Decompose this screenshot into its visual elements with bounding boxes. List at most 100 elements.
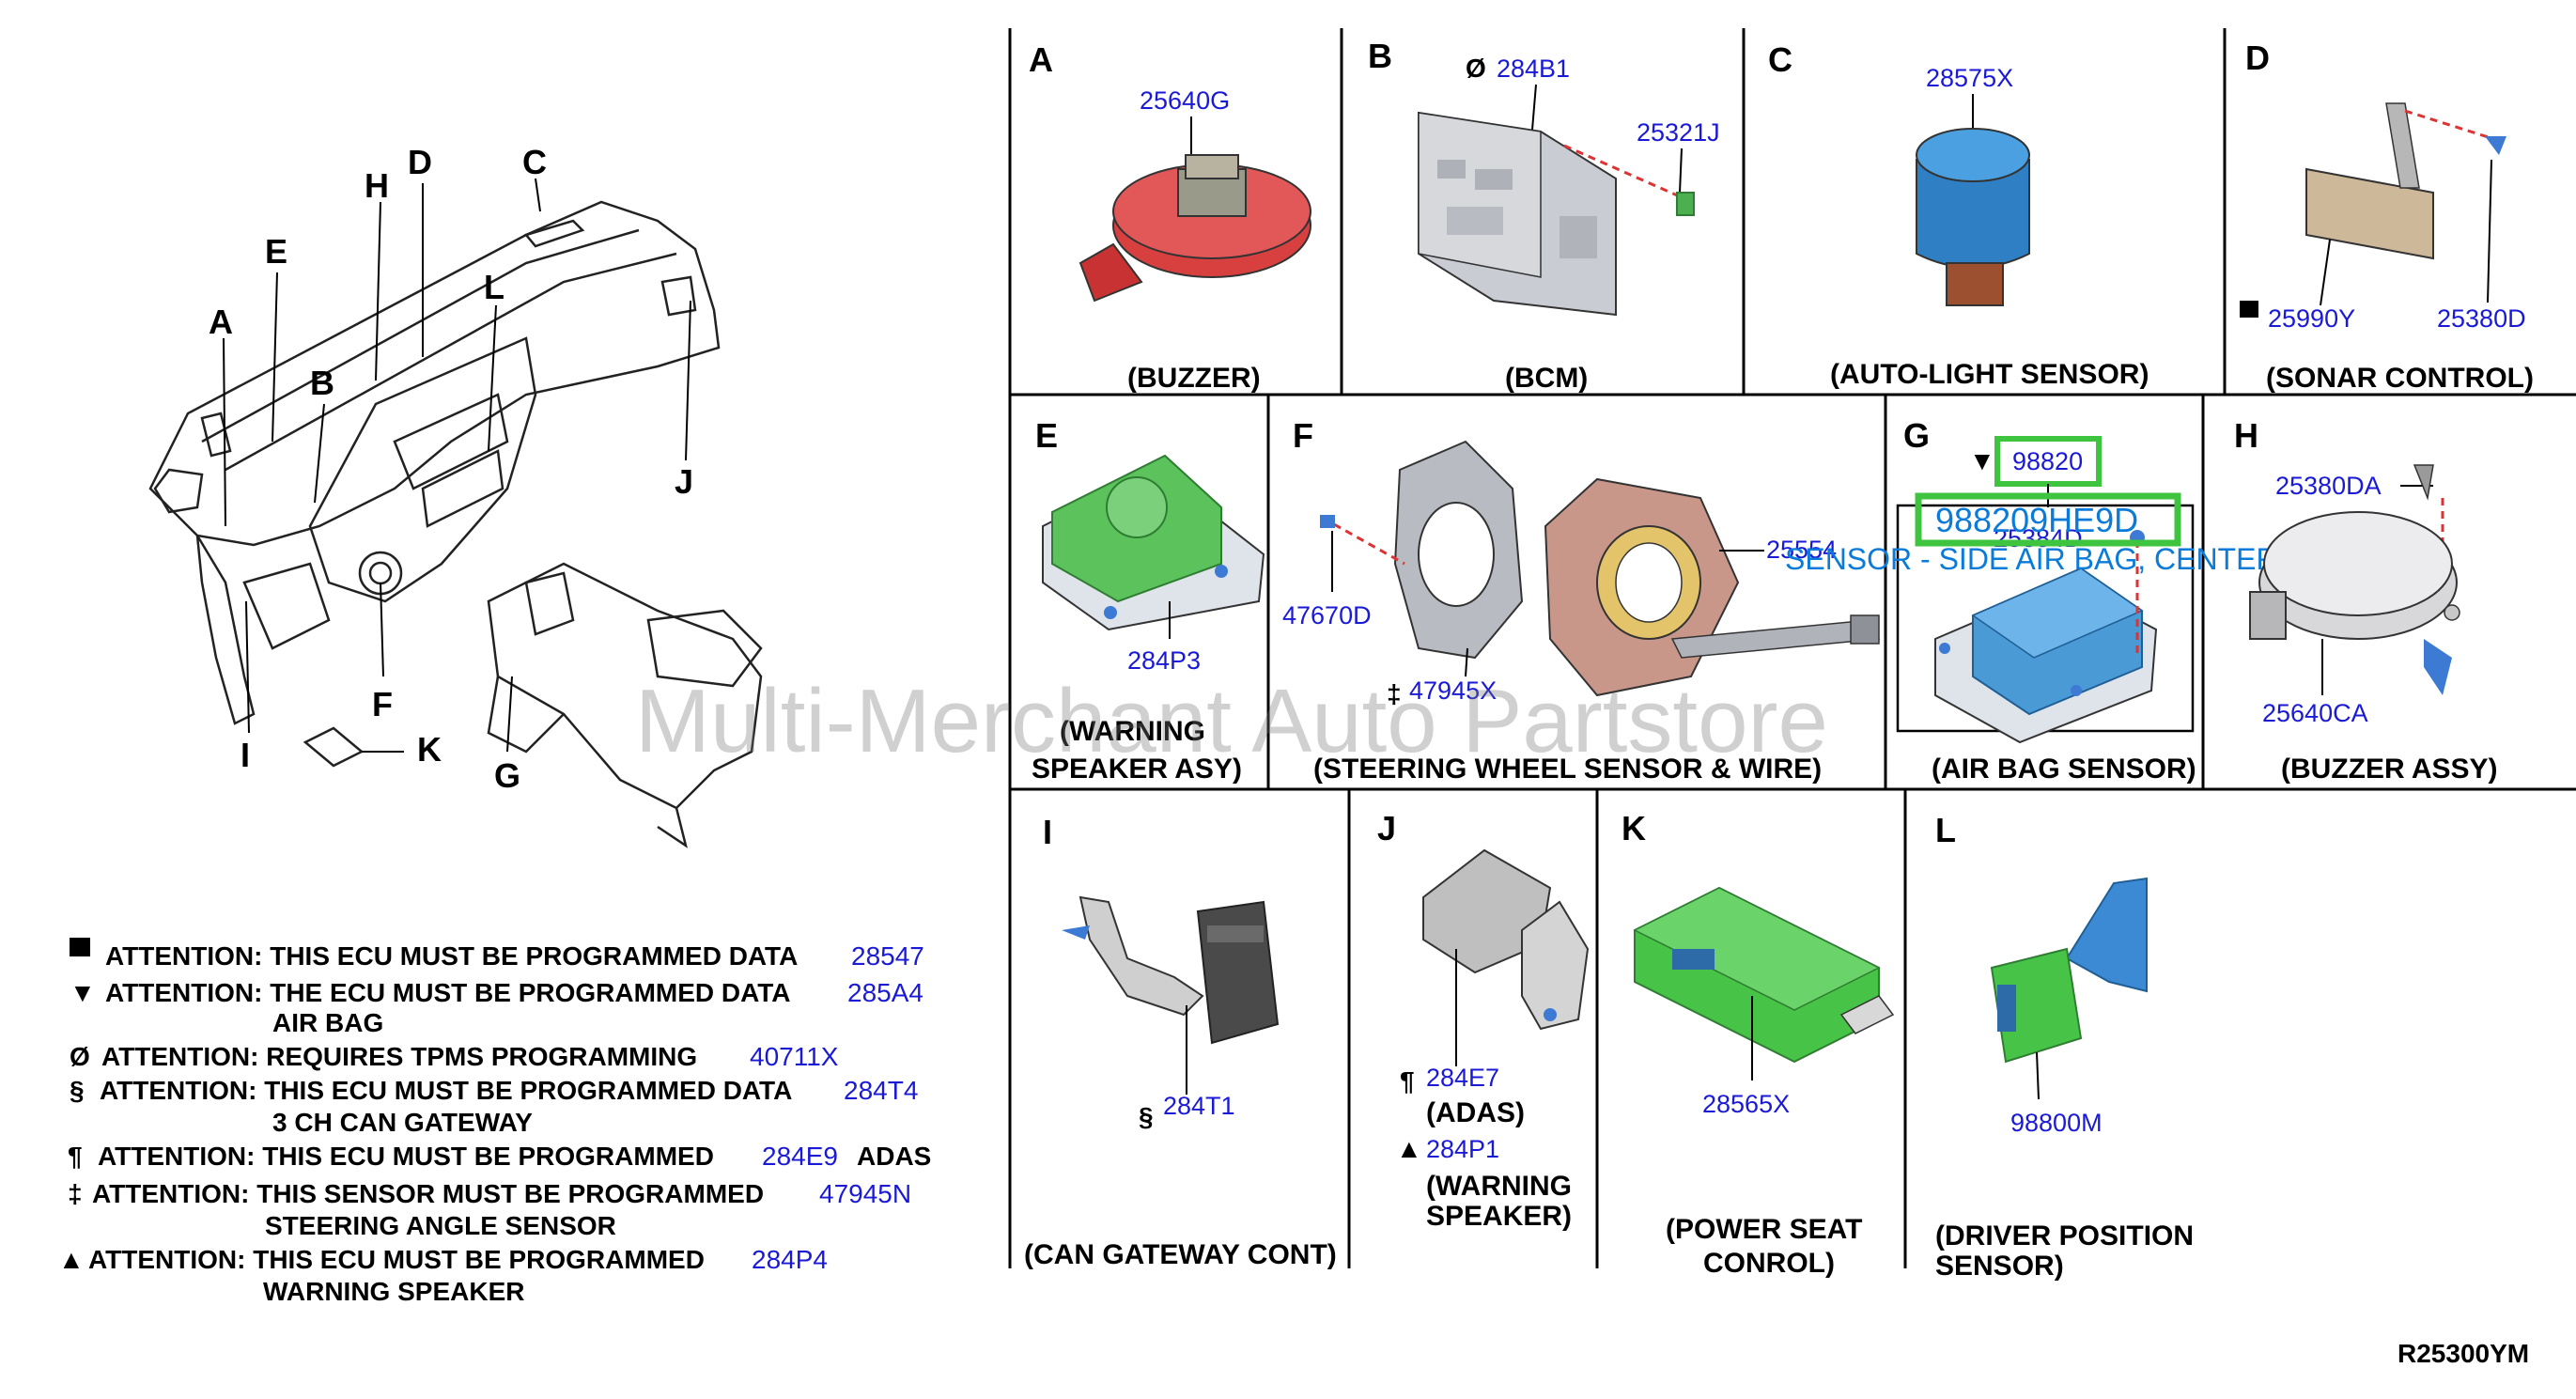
note-3-part[interactable]: 284T4 bbox=[844, 1076, 918, 1105]
part-284p1[interactable]: 284P1 bbox=[1426, 1135, 1499, 1163]
adas-symbol: ¶ bbox=[1400, 1066, 1415, 1096]
overview-letter-g: G bbox=[494, 756, 520, 795]
panel-l-driver-position: L 98800M (DRIVER POSITION SENSOR) bbox=[1935, 811, 2194, 1282]
sonar-control-illustration bbox=[2305, 102, 2506, 260]
note-1-symbol: ▼ bbox=[70, 978, 96, 1007]
adas-illustration bbox=[1422, 848, 1590, 1031]
steering-sensor-illustration bbox=[1320, 440, 1881, 697]
note-5-sub: STEERING ANGLE SENSOR bbox=[265, 1211, 616, 1240]
part-284e7[interactable]: 284E7 bbox=[1426, 1064, 1499, 1092]
part-25380d[interactable]: 25380D bbox=[2437, 304, 2526, 333]
note-6-sub: WARNING SPEAKER bbox=[263, 1277, 524, 1306]
part-25554[interactable]: 25554 bbox=[1766, 536, 1837, 564]
part-284t1[interactable]: 284T1 bbox=[1163, 1092, 1235, 1120]
panel-g-letter: G bbox=[1903, 416, 1930, 455]
panel-h-letter: H bbox=[2234, 416, 2258, 455]
note-2-part[interactable]: 40711X bbox=[750, 1042, 839, 1071]
overview-letter-i: I bbox=[241, 736, 250, 774]
panel-f-caption: (STEERING WHEEL SENSOR & WIRE) bbox=[1313, 754, 1822, 785]
driver-position-sensor-illustration bbox=[1990, 877, 2148, 1064]
note-4-part[interactable]: 284E9 bbox=[762, 1142, 838, 1171]
note-4-symbol: ¶ bbox=[68, 1142, 83, 1171]
warning-speaker-illustration bbox=[1042, 454, 1265, 631]
overview-letter-k: K bbox=[417, 730, 442, 769]
part-284b1[interactable]: 284B1 bbox=[1497, 54, 1570, 83]
buzzer-assy-illustration bbox=[2249, 464, 2460, 695]
note-1-part[interactable]: 285A4 bbox=[847, 978, 923, 1007]
panel-f-steering-sensor: F 47670D ‡ 47945X 25554 (STEERING WHEEL … bbox=[1282, 416, 1881, 785]
part-25321j[interactable]: 25321J bbox=[1637, 118, 1720, 147]
panel-c-autolight: C 28575X (AUTO-LIGHT SENSOR) bbox=[1768, 40, 2149, 390]
panel-i-caption: (CAN GATEWAY CONT) bbox=[1024, 1239, 1337, 1270]
can-gateway-symbol: § bbox=[1139, 1102, 1154, 1131]
panel-a-caption: (BUZZER) bbox=[1127, 363, 1261, 394]
panel-f-letter: F bbox=[1293, 416, 1313, 455]
panel-k-letter: K bbox=[1622, 809, 1646, 847]
panel-b-letter: B bbox=[1368, 37, 1392, 75]
part-284p3[interactable]: 284P3 bbox=[1127, 646, 1201, 675]
bcm-illustration bbox=[1418, 111, 1695, 317]
note-3-symbol: § bbox=[70, 1076, 85, 1105]
part-28565x[interactable]: 28565X bbox=[1702, 1090, 1790, 1118]
can-gateway-illustration bbox=[1062, 895, 1280, 1045]
panel-d-letter: D bbox=[2245, 39, 2270, 77]
airbag-program-symbol: ▼ bbox=[1969, 446, 1995, 475]
panel-b-caption: (BCM) bbox=[1505, 363, 1588, 394]
panel-d-caption: (SONAR CONTROL) bbox=[2266, 363, 2534, 394]
note-0-text: ATTENTION: THIS ECU MUST BE PROGRAMMED D… bbox=[105, 941, 798, 971]
panel-b-bcm: B Ø 284B1 25321J (BCM) bbox=[1368, 37, 1720, 394]
part-988209he9d[interactable]: 988209HE9D bbox=[1935, 501, 2138, 539]
panel-a-letter: A bbox=[1029, 40, 1053, 79]
overview-letter-j: J bbox=[675, 462, 693, 501]
part-25380da[interactable]: 25380DA bbox=[2275, 472, 2382, 500]
panel-c-letter: C bbox=[1768, 40, 1792, 79]
steering-angle-symbol: ‡ bbox=[1387, 679, 1402, 708]
panel-k-caption-line2: CONROL) bbox=[1703, 1248, 1835, 1279]
part-98800m[interactable]: 98800M bbox=[2010, 1109, 2103, 1137]
part-25640ca[interactable]: 25640CA bbox=[2262, 699, 2368, 727]
overview-letter-h: H bbox=[365, 166, 389, 205]
note-6-text: ATTENTION: THIS ECU MUST BE PROGRAMMED bbox=[88, 1245, 705, 1274]
note-5-symbol: ‡ bbox=[68, 1179, 83, 1208]
power-seat-module-illustration bbox=[1633, 886, 1895, 1064]
part-28575x[interactable]: 28575X bbox=[1926, 64, 2013, 92]
part-988209he9d-highlight bbox=[1915, 492, 2181, 547]
overview-letter-e: E bbox=[265, 232, 287, 271]
part-47945x[interactable]: 47945X bbox=[1409, 676, 1497, 705]
panel-c-caption: (AUTO-LIGHT SENSOR) bbox=[1830, 359, 2149, 390]
panel-h-buzzer-assy: H 25380DA 25640CA (BUZZER ASSY) bbox=[2234, 416, 2498, 785]
warning-speaker-label-line2: SPEAKER) bbox=[1426, 1201, 1572, 1232]
note-4-text: ATTENTION: THIS ECU MUST BE PROGRAMMED bbox=[98, 1142, 714, 1171]
panel-g-caption: (AIR BAG SENSOR) bbox=[1932, 754, 2196, 785]
part-25990y[interactable]: 25990Y bbox=[2268, 304, 2355, 333]
panel-g-airbag-sensor: G ▼ 98820 25384D 988209HE9D SENSOR - SID… bbox=[1785, 416, 2278, 785]
program-square-symbol bbox=[2240, 301, 2258, 318]
note-2-text: ATTENTION: REQUIRES TPMS PROGRAMMING bbox=[101, 1042, 697, 1071]
panel-j-letter: J bbox=[1377, 809, 1396, 847]
part-47670d[interactable]: 47670D bbox=[1282, 601, 1372, 630]
overview-letter-f: F bbox=[372, 685, 393, 723]
warning-speaker-symbol: ▲ bbox=[1396, 1134, 1422, 1163]
attention-notes: ATTENTION: THIS ECU MUST BE PROGRAMMED D… bbox=[58, 938, 931, 1306]
note-3-text: ATTENTION: THIS ECU MUST BE PROGRAMMED D… bbox=[100, 1076, 792, 1105]
panel-l-caption-line1: (DRIVER POSITION bbox=[1935, 1220, 2194, 1251]
panel-k-power-seat: K 28565X (POWER SEAT CONROL) bbox=[1622, 809, 1895, 1279]
note-0-part[interactable]: 28547 bbox=[851, 941, 924, 971]
note-5-part[interactable]: 47945N bbox=[819, 1179, 911, 1208]
dashboard-overview-drawing: A B C D E F G H I J K L bbox=[148, 143, 763, 848]
overview-letter-a: A bbox=[209, 303, 233, 341]
airbag-sensor-illustration bbox=[1934, 530, 2158, 744]
note-2-symbol: Ø bbox=[70, 1042, 90, 1071]
warning-speaker-label-line1: (WARNING bbox=[1426, 1171, 1572, 1202]
part-98820[interactable]: 98820 bbox=[2012, 447, 2083, 475]
note-6-part[interactable]: 284P4 bbox=[752, 1245, 828, 1274]
note-5-text: ATTENTION: THIS SENSOR MUST BE PROGRAMME… bbox=[92, 1179, 764, 1208]
note-6-symbol: ▲ bbox=[58, 1245, 85, 1274]
watermark: Multi-Merchant Auto Partstore bbox=[635, 671, 1828, 771]
part-25384d[interactable]: 25384D bbox=[1994, 524, 2083, 552]
note-1-sub: AIR BAG bbox=[272, 1008, 383, 1037]
overview-letter-d: D bbox=[408, 143, 432, 181]
part-25640g[interactable]: 25640G bbox=[1140, 86, 1230, 115]
panel-e-warning-speaker: E 284P3 (WARNING SPEAKER ASY) bbox=[1032, 416, 1265, 785]
